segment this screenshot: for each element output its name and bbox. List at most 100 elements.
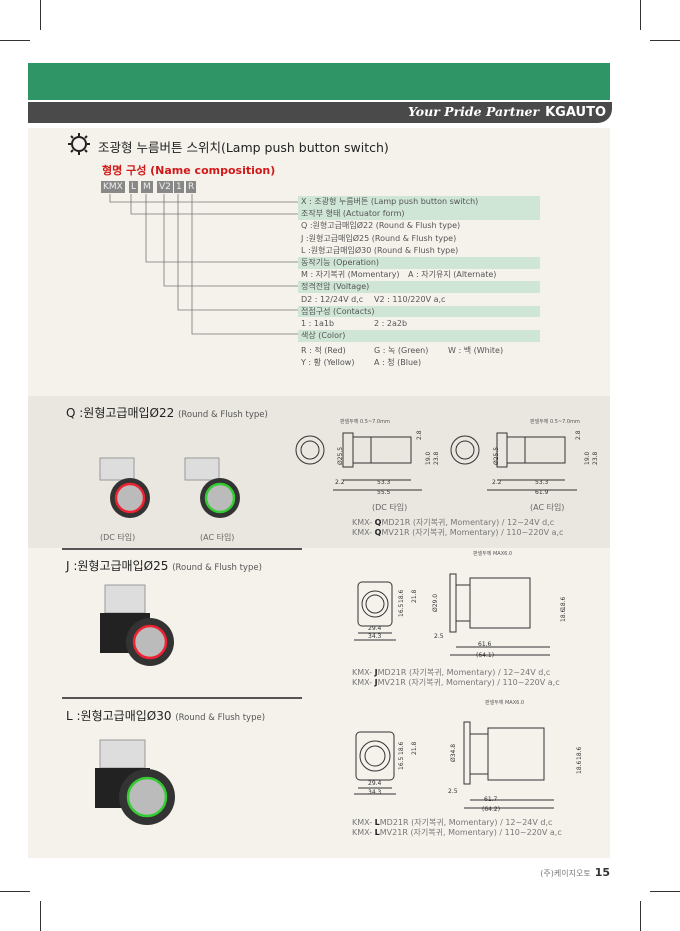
composition-header-row: 접점구성 (Contacts) (298, 305, 540, 318)
dimension-label: 18.6 (576, 746, 583, 760)
code-segment: 1 (174, 181, 184, 193)
dimension-label: 53.3 (535, 479, 549, 486)
l-product-photo (95, 739, 175, 825)
model-line: KMX- JMD21R (자기복귀, Momentary) / 12~24V d… (352, 668, 551, 677)
dimension-label: 23.8 (592, 451, 599, 465)
dimension-label: (64.1) (476, 652, 495, 659)
ac-drawing-caption: (AC 타입) (530, 503, 565, 512)
row-text: 조작부 형태 (Actuator form) (301, 209, 405, 219)
dimension-label: 21.8 (411, 589, 418, 603)
j-section-title: J :원형고급매입Ø25 (Round & Flush type) (66, 559, 262, 573)
row-text: X : 조광형 누름버튼 (Lamp push button switch) (301, 197, 479, 206)
dc-drawing-caption: (DC 타입) (372, 503, 408, 512)
code-segment: L (129, 181, 139, 193)
dimension-label: Ø25.5 (493, 446, 500, 465)
dimension-label: 19.0 (425, 451, 432, 465)
j-panel-note: 판넬두께 MAX6.0 (473, 551, 513, 557)
q-type: (Round & Flush type) (178, 410, 268, 420)
row-text: 정격전압 (Voltage) (301, 282, 370, 292)
row-text: R : 적 (Red) (301, 346, 346, 356)
model-line: KMX- LMV21R (자기복귀, Momentary) / 110~220V… (352, 828, 562, 837)
composition-row: D2 : 12/24V d,c V2 : 110/220V a,c (298, 294, 540, 306)
l-section-title: L :원형고급매입Ø30 (Round & Flush type) (66, 709, 266, 723)
j-product-photo (100, 584, 174, 666)
row-text: M : 자기복귀 (Momentary) (301, 270, 400, 280)
dimension-label: 61.7 (484, 796, 498, 803)
dimension-label: 2.5 (434, 633, 444, 640)
dimension-label: 61.9 (535, 489, 549, 496)
q-product-photos (99, 457, 240, 518)
dimension-label: 21.8 (411, 741, 418, 755)
page-number: 15 (594, 866, 610, 879)
gear-icon (68, 133, 90, 155)
code-segment: M (141, 181, 153, 193)
dimension-label: 2.2 (335, 479, 345, 486)
row-text: 동작기능 (Operation) (301, 258, 380, 267)
composition-row: J :원형고급매입Ø25 (Round & Flush type) (298, 233, 540, 245)
j-models: KMX- JMD21R (자기복귀, Momentary) / 12~24V d… (352, 668, 560, 688)
composition-row: R : 적 (Red) G : 녹 (Green) W : 백 (White) (298, 345, 540, 357)
model-line: KMX- QMV21R (자기복귀, Momentary) / 110~220V… (352, 528, 564, 537)
composition-row: L :원형고급매입Ø30 (Round & Flush type) (298, 245, 540, 257)
row-text: G : 녹 (Green) (374, 346, 429, 356)
composition-row: 1 : 1a1b 2 : 2a2b (298, 318, 540, 330)
dimension-label: 34.3 (368, 633, 382, 640)
crop-mark (0, 891, 30, 892)
crop-mark (650, 40, 680, 41)
dimension-label: 2.8 (416, 430, 423, 440)
dimension-label: 16.5 (398, 756, 405, 770)
dimension-label: Ø25.5 (337, 446, 344, 465)
l-dimension-drawings (354, 721, 554, 809)
crop-mark (640, 0, 641, 30)
dimension-label: 2.8 (575, 430, 582, 440)
code-segment: R (186, 181, 197, 193)
row-text: A : 자기유지 (Alternate) (408, 270, 497, 280)
dimension-label: 18.6 (576, 760, 583, 774)
composition-header-row: 정격전압 (Voltage) (298, 281, 540, 293)
row-text: 2 : 2a2b (374, 319, 408, 328)
dimension-label: 18.6 (398, 589, 405, 603)
code-segment: KMX (101, 181, 125, 193)
dc-photo-caption: (DC 타입) (100, 533, 136, 542)
row-text: 색상 (Color) (301, 331, 346, 341)
composition-header-row: X : 조광형 누름버튼 (Lamp push button switch) (298, 196, 540, 208)
section-subtitle: 형명 구성 (Name composition) (102, 164, 276, 177)
dimension-label: Ø34.8 (450, 743, 457, 762)
ac-switch-photo (184, 457, 240, 518)
row-text: V2 : 110/220V a,c (374, 294, 446, 304)
logo: KGAUTO (545, 105, 606, 120)
row-text: L :원형고급매입Ø30 (Round & Flush type) (301, 245, 459, 255)
composition-header-row: 색상 (Color) (298, 330, 540, 342)
section-divider (62, 548, 302, 550)
q-panel-note-ac: 판넬두께 0.5~7.0mm (530, 419, 580, 425)
dimension-label: 2.2 (492, 479, 502, 486)
row-text: W : 백 (White) (448, 346, 504, 356)
q-panel-note-dc: 판넬두께 0.5~7.0mm (340, 419, 390, 425)
dimension-label: 18.6 (398, 741, 405, 755)
row-text: Y : 황 (Yellow) (301, 358, 355, 368)
dimension-label: 55.5 (377, 489, 391, 496)
crop-mark (650, 891, 680, 892)
dimension-label: (64.2) (482, 806, 501, 813)
slogan: Your Pride Partner (407, 104, 540, 119)
company-name: (주)케이지오토 (540, 869, 591, 878)
header-dark-band (28, 102, 612, 123)
l-models: KMX- LMD21R (자기복귀, Momentary) / 12~24V d… (352, 818, 562, 838)
row-text: A : 청 (Blue) (374, 358, 422, 368)
l-panel-note: 판넬두께 MAX6.0 (485, 700, 525, 706)
row-text: Q :원형고급매입Ø22 (Round & Flush type) (301, 221, 461, 231)
composition-row: M : 자기복귀 (Momentary) A : 자기유지 (Alternate) (298, 269, 540, 281)
brand: Your Pride Partner KGAUTO (408, 104, 606, 120)
crop-mark (40, 901, 41, 931)
q-dimension-drawings (295, 432, 577, 491)
code-connector-lines (109, 194, 298, 335)
row-text: 1 : 1a1b (301, 319, 335, 328)
header-green-band (28, 63, 610, 100)
row-text: D2 : 12/24V d,c (301, 294, 364, 304)
composition-row: Y : 황 (Yellow) A : 청 (Blue) (298, 357, 540, 369)
dimension-label: Ø29.0 (432, 593, 439, 612)
dimension-label: 18.6 (560, 608, 567, 622)
q-models: KMX- QMD21R (자기복귀, Momentary) / 12~24V d… (352, 518, 563, 538)
composition-header-row: 동작기능 (Operation) (298, 257, 540, 269)
model-line: KMX- QMD21R (자기복귀, Momentary) / 12~24V d… (352, 518, 555, 527)
